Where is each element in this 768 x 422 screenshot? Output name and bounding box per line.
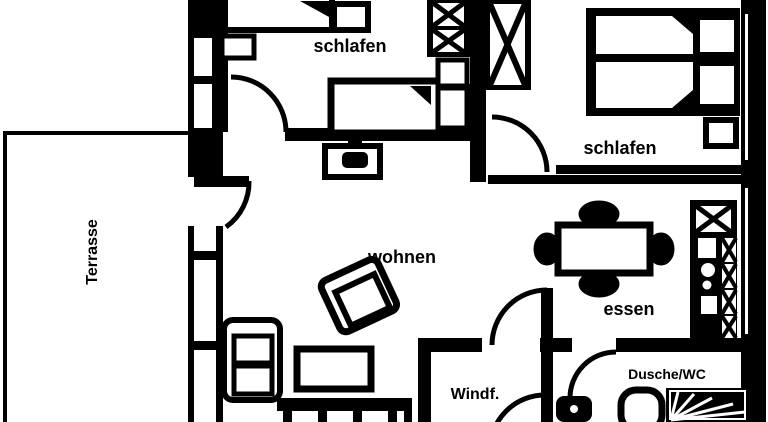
wohnen-label: wohnen: [367, 247, 436, 267]
bedroom1-door-arc: [230, 74, 289, 133]
windfang-label: Windf.: [451, 386, 500, 403]
bedroom2-south-wall: [556, 165, 750, 174]
living-room-furniture: wohnen: [221, 247, 436, 422]
terrace: Terrasse: [3, 131, 188, 422]
nightstand: [331, 1, 371, 33]
armchair-rotated: [317, 255, 401, 336]
vestibule-east-wall: [541, 288, 553, 422]
bed-fold-corner: [672, 16, 693, 34]
dresser-box: [435, 57, 470, 89]
right-exterior-wall: [741, 0, 766, 422]
dresser-box: [435, 85, 470, 131]
sink: [701, 263, 715, 277]
bed-fold-corner: [410, 86, 431, 105]
sofa: [277, 398, 412, 422]
shower-fan-lines: [669, 391, 746, 422]
dining-table: [554, 221, 654, 277]
armchair-left: [221, 317, 283, 403]
dusche-wc-label: Dusche/WC: [628, 366, 706, 382]
bedroom1-furniture: schlafen: [219, 0, 531, 180]
sink-small: [702, 280, 712, 290]
doors: [194, 74, 617, 422]
bed-fold-corner: [300, 1, 329, 17]
terrasse-label: Terrasse: [84, 219, 101, 285]
schlafen-left-label: schlafen: [313, 36, 386, 56]
dining-north-wall: [488, 175, 750, 184]
toilet: [617, 386, 666, 422]
kitchen-unit: [690, 200, 738, 340]
bed-fold-corner: [672, 90, 693, 108]
bath-door-arc: [567, 349, 617, 399]
bedroom2-furniture: schlafen: [583, 8, 740, 158]
vestibule-west-wall: [418, 338, 431, 422]
terrace-outline: [3, 131, 188, 422]
dining-furniture: essen: [530, 197, 678, 319]
wardrobe-spine-wall: [470, 0, 486, 182]
interior-walls: [285, 0, 750, 422]
vestibule-north-wall: [418, 338, 482, 352]
bed-single-3: [596, 16, 693, 54]
schlafen-right-label: schlafen: [583, 138, 656, 158]
sideboard-lamp: [322, 139, 383, 180]
counter-cell: [698, 238, 716, 258]
nightstand: [703, 117, 739, 149]
essen-label: essen: [603, 299, 654, 319]
shower: [666, 388, 748, 422]
terrace-door-leaf: [194, 176, 249, 187]
counter-cell: [701, 296, 717, 314]
window-divider: [188, 76, 223, 84]
bed-single-4: [596, 62, 693, 108]
pillow: [700, 66, 734, 104]
pillow: [700, 20, 734, 52]
entry-door-arc: [494, 392, 546, 422]
wardrobe-right: [484, 0, 531, 90]
wardrobe-left: [427, 0, 470, 57]
bedroom2-door-arc: [491, 114, 550, 173]
cabinet-diamond-column: [720, 236, 738, 340]
terrace-door-arc: [224, 180, 252, 230]
cabinet-x: [694, 203, 733, 235]
bathroom-fixtures: Dusche/WC: [556, 366, 748, 422]
bath-north-wall: [616, 338, 750, 352]
stool: [219, 33, 257, 61]
coffee-table: [293, 345, 375, 393]
living-vestibule-door-arc: [489, 287, 548, 346]
